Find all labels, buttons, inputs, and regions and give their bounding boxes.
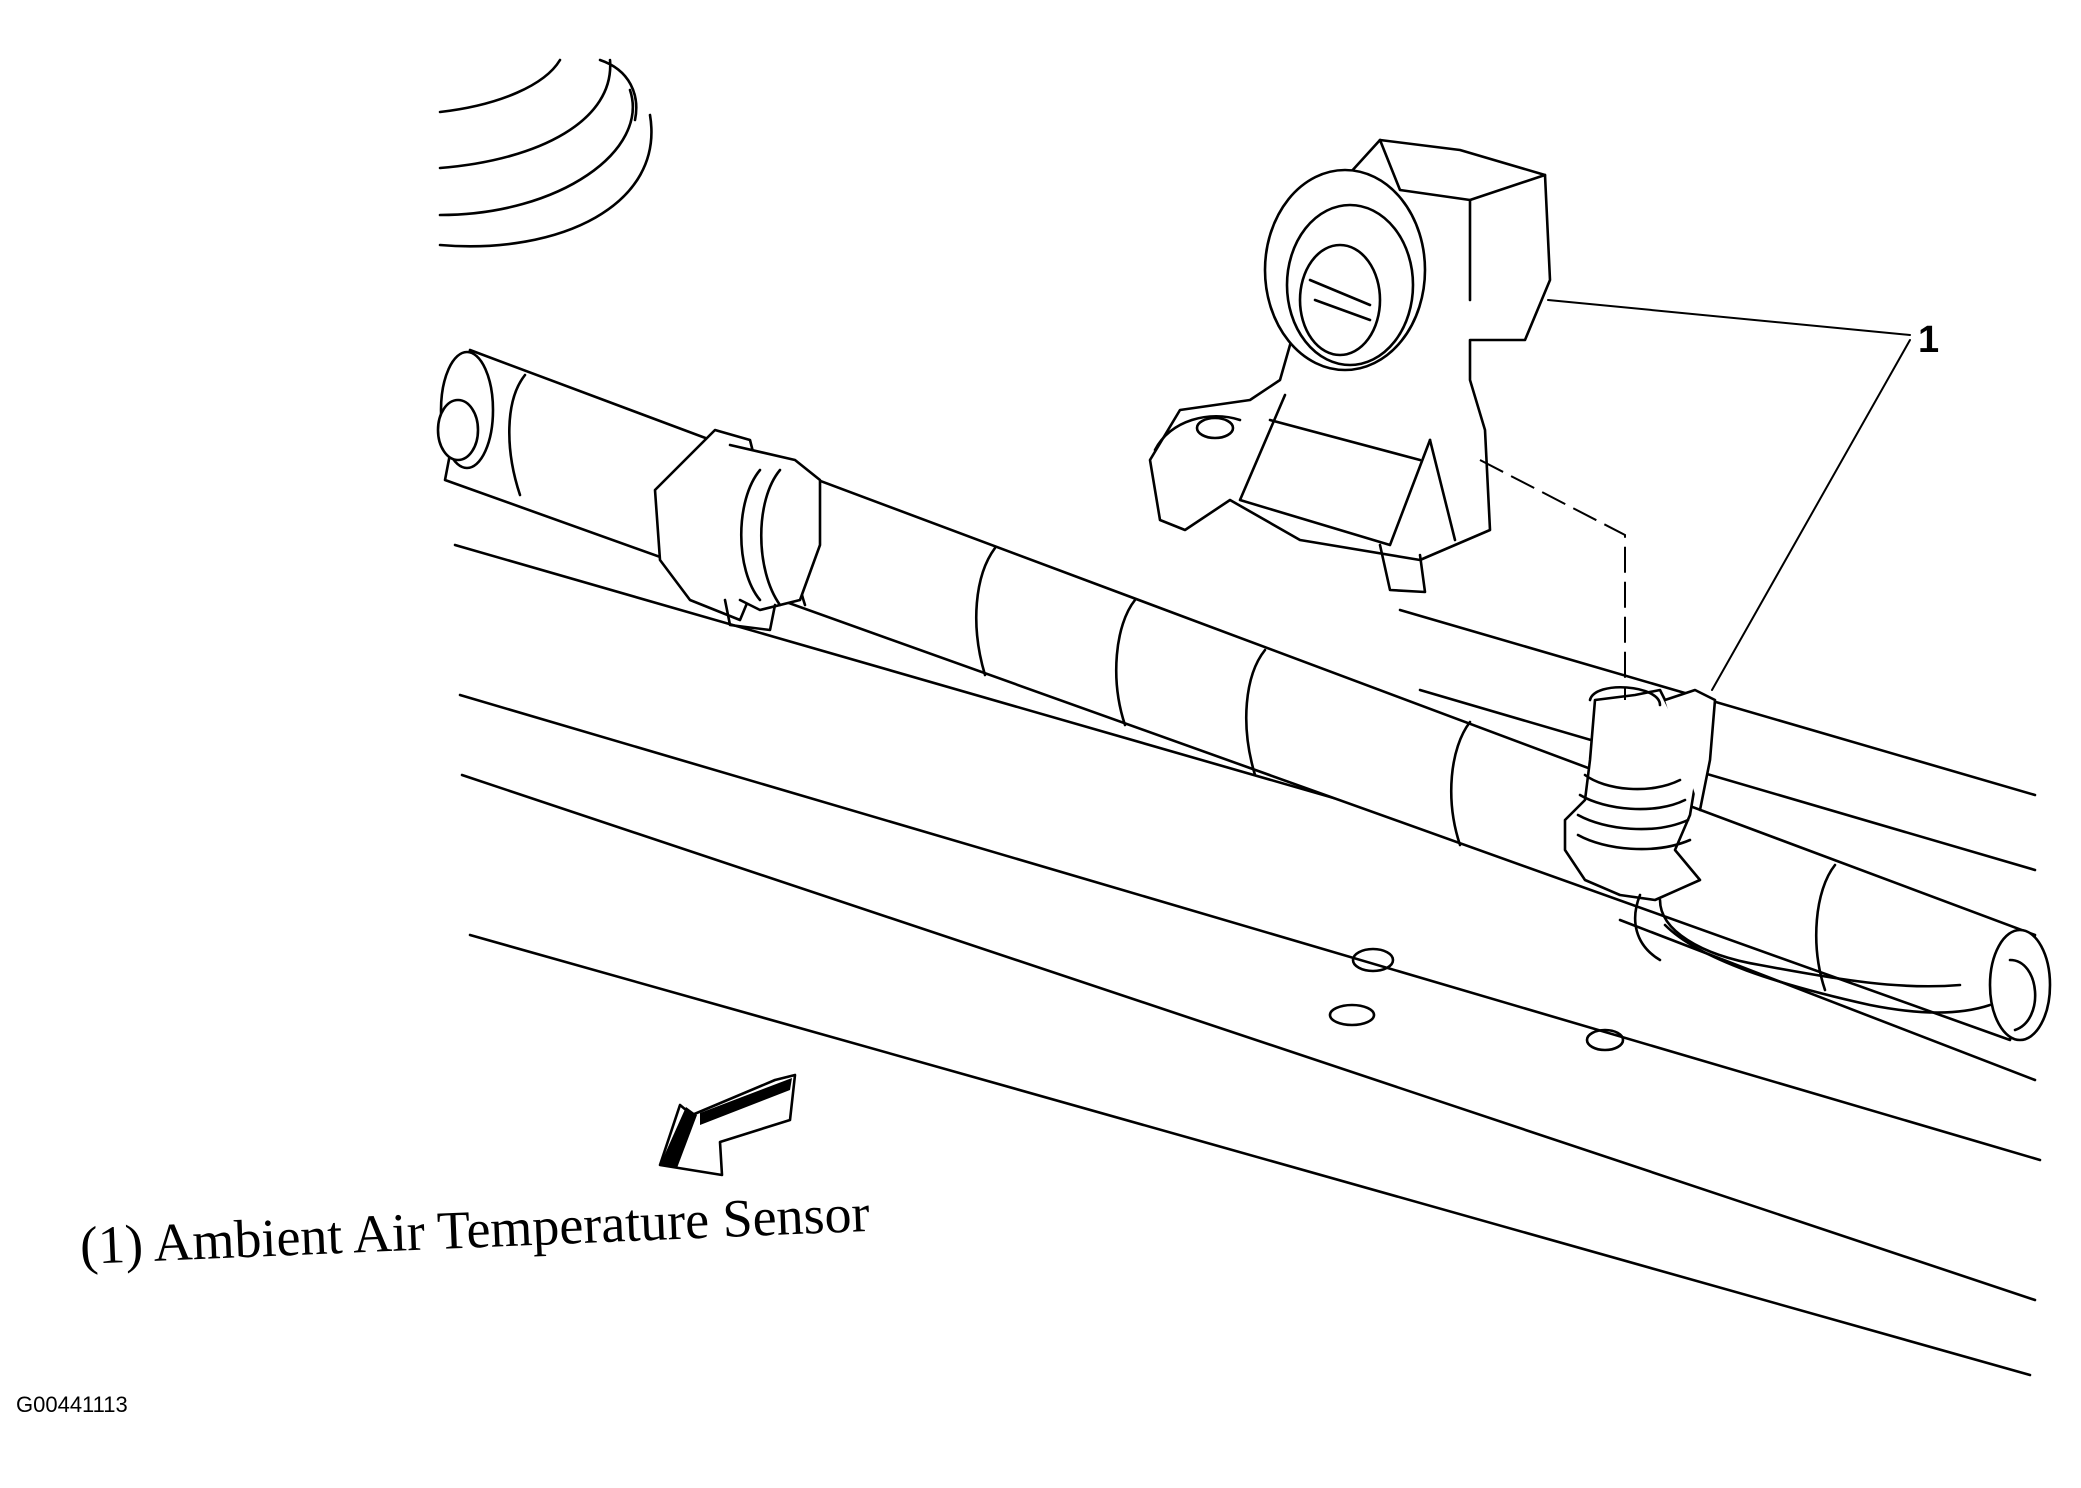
temperature-sensor-connector [1563, 685, 1992, 1014]
harness-clip [653, 428, 822, 632]
callout-number-1: 1 [1918, 319, 1939, 361]
curved-hose-lines [438, 58, 653, 248]
panel-mounting-holes [1328, 947, 1625, 1052]
sensor-bracket [1148, 138, 1552, 594]
figure-id: G00441113 [16, 1392, 128, 1417]
callout-leaders [1479, 299, 1911, 700]
radiator-support-panel [453, 543, 2042, 1377]
front-direction-arrow-icon [658, 1073, 797, 1177]
